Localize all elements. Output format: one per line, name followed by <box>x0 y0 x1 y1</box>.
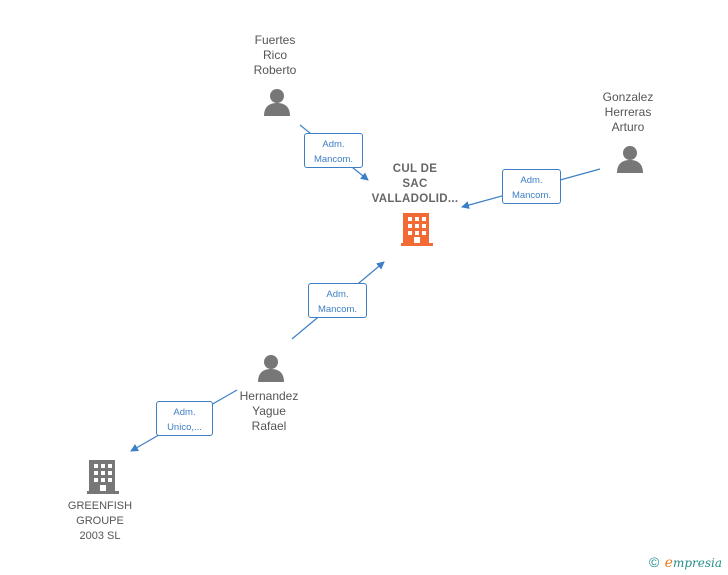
empresia-logo[interactable]: © empresia <box>649 554 722 571</box>
person-icon[interactable] <box>258 355 284 382</box>
person-icon[interactable] <box>617 146 643 173</box>
building-icon[interactable] <box>401 213 433 246</box>
edge-label-center-to-other[interactable]: Adm. Unico,... <box>156 401 213 436</box>
company-name-greenfish[interactable]: GREENFISH GROUPE 2003 SL <box>67 500 133 542</box>
edge-label-center-to-main[interactable]: Adm. Mancom. <box>308 283 367 318</box>
brand-initial: e <box>664 555 673 571</box>
building-icon[interactable] <box>87 460 119 494</box>
person-icon[interactable] <box>264 89 290 116</box>
edge-label-top-to-main[interactable]: Adm. Mancom. <box>304 133 363 168</box>
copyright-icon: © <box>648 554 660 570</box>
person-name-fuertes[interactable]: Fuertes Rico Roberto <box>253 33 297 77</box>
person-name-hernandez[interactable]: Hernandez Yague Rafael <box>239 389 299 433</box>
person-name-gonzalez[interactable]: Gonzalez Herreras Arturo <box>602 90 654 134</box>
brand-name: mpresia <box>672 556 722 570</box>
company-name-main[interactable]: CUL DE SAC VALLADOLID... <box>371 163 459 205</box>
edge-label-right-to-main[interactable]: Adm. Mancom. <box>502 169 561 204</box>
